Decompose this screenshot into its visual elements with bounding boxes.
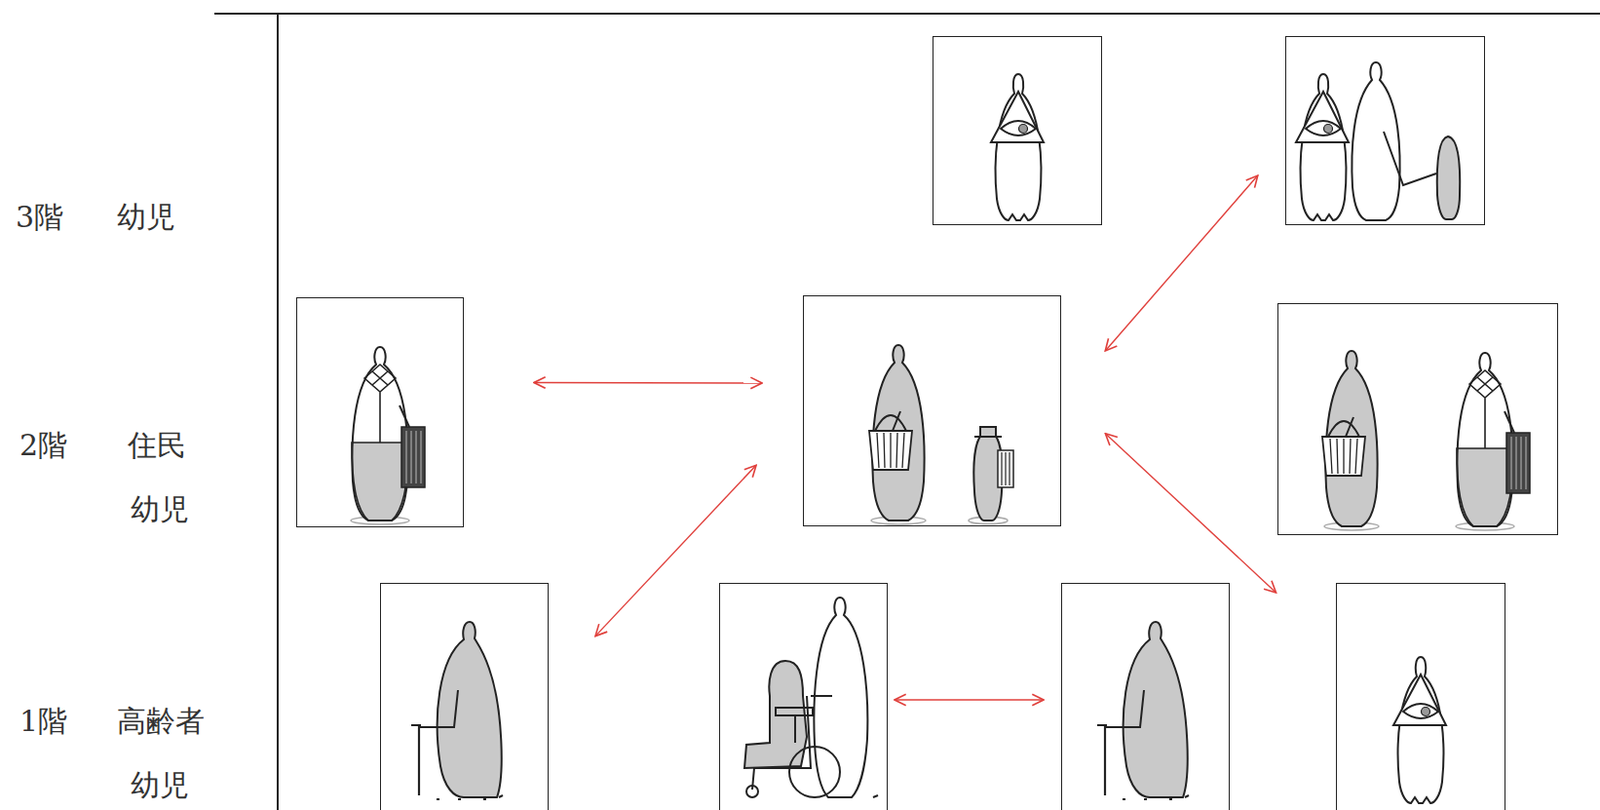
elder-figure <box>411 621 503 800</box>
floor-label: 幼児 <box>116 199 176 235</box>
floor-label: 3階 <box>15 199 64 235</box>
figure-panel <box>719 582 888 810</box>
nurse-figure <box>1393 656 1447 803</box>
figure-panel <box>932 36 1103 226</box>
nurse-figure <box>990 74 1044 221</box>
floor-label: 幼児 <box>130 492 190 528</box>
wheelchair-figure <box>744 597 878 798</box>
figure-panel <box>296 297 464 528</box>
mother-figure <box>350 346 425 525</box>
figure-panel <box>1335 582 1506 810</box>
child-figure <box>968 426 1014 525</box>
double-arrow <box>1104 433 1276 593</box>
figure-panel <box>380 582 549 810</box>
basket-woman-figure <box>869 344 926 525</box>
double-arrow <box>1104 175 1258 351</box>
nurse-figure <box>1295 74 1349 221</box>
frame-line <box>276 12 279 810</box>
frame-line <box>214 12 1600 15</box>
figure-panel <box>802 295 1062 527</box>
parent-child-figure <box>1351 62 1460 221</box>
double-arrow <box>894 698 1044 700</box>
figure-panel <box>1061 582 1230 810</box>
floor-label: 住民 <box>127 427 187 463</box>
figure-panel <box>1285 36 1486 226</box>
floor-label: 1階 <box>19 703 68 739</box>
double-arrow <box>533 381 762 384</box>
basket-woman-figure <box>1322 350 1379 531</box>
elder-figure <box>1097 621 1189 800</box>
floor-label: 幼児 <box>130 767 190 803</box>
floor-label: 2階 <box>19 427 68 463</box>
figure-panel <box>1277 303 1559 535</box>
floor-label: 高齢者 <box>116 703 205 739</box>
mother-figure <box>1455 352 1530 531</box>
double-arrow <box>595 464 757 636</box>
